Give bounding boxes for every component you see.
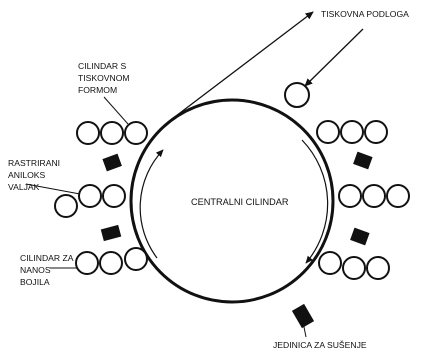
guide-roller xyxy=(284,82,310,108)
anilox-roller xyxy=(99,251,123,275)
ink-cylinder-label-line1: CILINDAR ZA xyxy=(20,253,74,263)
anilox-label-line2: ANILOKS xyxy=(8,170,46,180)
plate-cylinder xyxy=(338,184,362,208)
drying-unit-leader xyxy=(302,321,307,338)
central-cylinder-label: CENTRALNI CILINDAR xyxy=(191,197,289,207)
doctor-blade xyxy=(100,224,122,242)
rotation-arrow-left xyxy=(139,149,164,259)
ink-cylinder-label-line3: BOJILA xyxy=(20,277,50,287)
plate-cylinder-label-line1: CILINDAR S xyxy=(78,61,126,71)
anilox-leader xyxy=(25,183,81,195)
doctor-blade xyxy=(102,153,122,172)
plate-cylinder xyxy=(124,247,148,271)
anilox-roller xyxy=(78,184,102,208)
anilox-label-line1: RASTRIRANI xyxy=(8,158,60,168)
anilox-roller xyxy=(362,184,386,208)
doctor-blade xyxy=(350,227,370,246)
ink-cylinder xyxy=(75,251,99,275)
ink-cylinder-label-line2: NANOS xyxy=(20,265,51,275)
plate-cylinder xyxy=(318,251,342,275)
ink-cylinder xyxy=(54,194,78,218)
left-print-units xyxy=(54,121,148,275)
plate-cylinder-label-line2: TISKOVNOM xyxy=(78,73,130,83)
ink-cylinder xyxy=(364,120,388,144)
drying-unit xyxy=(291,303,315,329)
anilox-label-line3: VALJAK xyxy=(8,182,40,192)
substrate-label: TISKOVNA PODLOGA xyxy=(321,9,409,19)
plate-cylinder-label-line3: FORMOM xyxy=(78,85,117,95)
ink-cylinder xyxy=(366,256,390,280)
central-cylinder xyxy=(129,98,335,304)
anilox-roller xyxy=(340,120,364,144)
plate-cylinder xyxy=(316,120,340,144)
plate-cylinder xyxy=(124,121,148,145)
ink-cylinder xyxy=(76,121,100,145)
substrate-web-wrap xyxy=(171,11,314,120)
plate-cylinder-leader xyxy=(103,96,129,125)
right-print-units xyxy=(316,120,410,280)
drying-unit-label: JEDINICA ZA SUŠENJE xyxy=(273,340,367,350)
anilox-roller xyxy=(100,121,124,145)
plate-cylinder xyxy=(102,184,126,208)
substrate-web-in xyxy=(304,28,364,87)
ink-cylinder xyxy=(386,184,410,208)
anilox-roller xyxy=(342,256,366,280)
doctor-blade xyxy=(353,151,373,170)
rotation-arrow-right xyxy=(301,139,329,264)
